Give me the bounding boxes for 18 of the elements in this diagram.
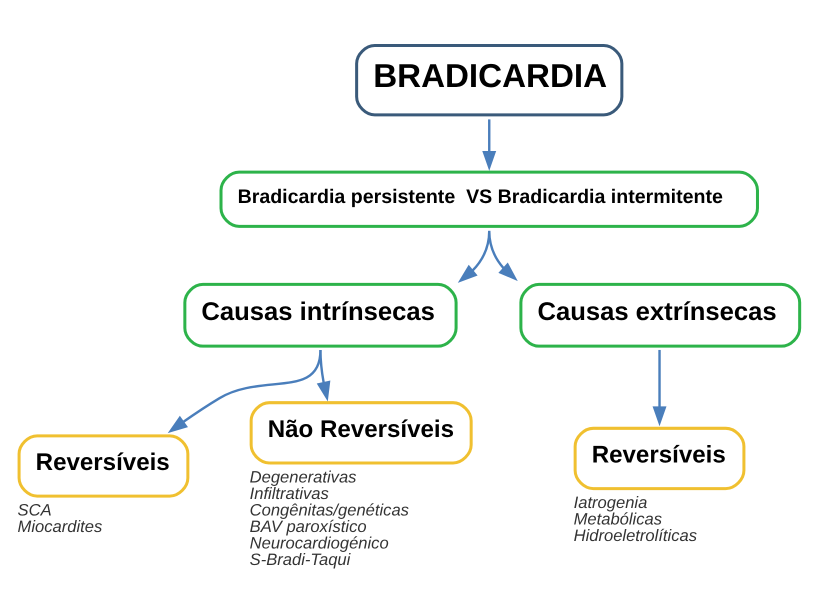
node-label: Miocardites: [18, 516, 102, 536]
node-label: Degenerativas: [250, 466, 356, 486]
node-label: Iatrogenia: [574, 492, 648, 512]
arrow: [488, 230, 518, 281]
node-label: Congênitas/genéticas: [250, 500, 409, 519]
node-box: Causas intrínsecas: [183, 282, 458, 348]
node-box: BRADICARDIA: [355, 44, 624, 116]
node-box: Não Reversíveis: [250, 400, 473, 464]
node-box: Reversíveis: [574, 426, 746, 490]
arrow: [482, 118, 496, 170]
node-box: Causas extrínsecas: [519, 282, 802, 348]
node-box: Reversíveis: [18, 434, 190, 498]
node-box: Bradicardia persistente VS Bradicardia intermitente: [220, 170, 759, 228]
arrow: [316, 349, 330, 401]
arrow: [168, 349, 322, 433]
arrow: [652, 349, 666, 426]
node-label: Hidroeletrolíticas: [574, 526, 697, 545]
node-label: SCA: [18, 500, 52, 519]
